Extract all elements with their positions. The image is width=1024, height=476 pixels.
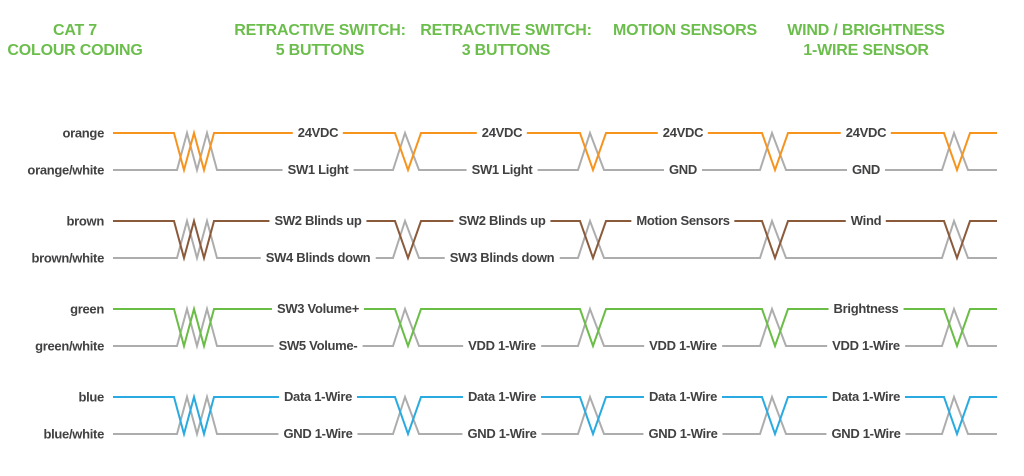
wire-green bbox=[113, 305, 997, 350]
wire-label: VDD 1-Wire bbox=[644, 338, 722, 354]
wire-label: Brightness bbox=[828, 301, 904, 317]
header-line-2: 3 BUTTONS bbox=[461, 42, 551, 59]
wire-blue bbox=[113, 393, 997, 438]
wire-label: Data 1-Wire bbox=[826, 389, 906, 405]
wire-label: 24VDC bbox=[840, 125, 892, 141]
header-line-2: 5 BUTTONS bbox=[275, 42, 365, 59]
column-header-retractive-switch-5-buttons: RETRACTIVE SWITCH: 5 BUTTONS bbox=[234, 21, 406, 61]
column-header-retractive-switch-3-buttons: RETRACTIVE SWITCH: 3 BUTTONS bbox=[420, 21, 592, 61]
wire-label: GND 1-Wire bbox=[278, 426, 358, 442]
column-header-cat7-colour-coding: CAT 7 COLOUR CODING bbox=[7, 21, 142, 61]
column-header-wind-brightness-1-wire-sensor: WIND / BRIGHTNESS 1-WIRE SENSOR bbox=[787, 21, 945, 61]
wire-label: SW3 Volume+ bbox=[271, 301, 365, 317]
wire-label: Motion Sensors bbox=[631, 213, 735, 229]
header-line-2: COLOUR CODING bbox=[7, 42, 143, 59]
wire-label: GND bbox=[664, 162, 702, 178]
header-line-1: RETRACTIVE SWITCH: bbox=[234, 22, 406, 39]
pair-label-brown: brown bbox=[66, 213, 105, 229]
column-header-motion-sensors: MOTION SENSORS bbox=[613, 21, 757, 41]
header-line-1: CAT 7 bbox=[52, 22, 98, 39]
wire-blue-white bbox=[113, 393, 997, 438]
wire-label: SW2 Blinds up bbox=[453, 213, 551, 229]
wire-orange-white bbox=[113, 129, 997, 174]
pair-label-green: green bbox=[70, 301, 104, 317]
wire-label: GND bbox=[847, 162, 885, 178]
pair-label-blue-white: blue/white bbox=[43, 426, 104, 442]
wire-label: GND 1-Wire bbox=[462, 426, 542, 442]
header-line-2: 1-WIRE SENSOR bbox=[803, 42, 929, 59]
wire-label: 24VDC bbox=[657, 125, 709, 141]
wire-label: SW4 Blinds down bbox=[260, 250, 376, 266]
wire-label: SW3 Blinds down bbox=[444, 250, 560, 266]
wire-brown-white bbox=[113, 217, 997, 262]
pair-label-green-white: green/white bbox=[35, 338, 104, 354]
wire-label: VDD 1-Wire bbox=[463, 338, 541, 354]
wire-label: SW1 Light bbox=[282, 162, 354, 178]
wire-label: Data 1-Wire bbox=[643, 389, 723, 405]
wire-label: Wind bbox=[845, 213, 887, 229]
wire-green-white bbox=[113, 305, 997, 350]
wire-label: GND 1-Wire bbox=[826, 426, 906, 442]
wire-brown bbox=[113, 217, 997, 262]
header-line-2: MOTION SENSORS bbox=[613, 22, 757, 39]
pair-label-orange-white: orange/white bbox=[27, 162, 104, 178]
wire-label: SW2 Blinds up bbox=[269, 213, 367, 229]
pair-label-blue: blue bbox=[78, 389, 104, 405]
pair-label-orange: orange bbox=[62, 125, 104, 141]
wire-label: GND 1-Wire bbox=[643, 426, 723, 442]
header-line-1: WIND / BRIGHTNESS bbox=[787, 22, 945, 39]
wire-orange bbox=[113, 129, 997, 174]
wire-label: 24VDC bbox=[292, 125, 344, 141]
wire-label: SW1 Light bbox=[466, 162, 538, 178]
wire-label: Data 1-Wire bbox=[278, 389, 358, 405]
wire-label: 24VDC bbox=[476, 125, 528, 141]
pair-label-brown-white: brown/white bbox=[31, 250, 104, 266]
header-line-1: RETRACTIVE SWITCH: bbox=[420, 22, 592, 39]
wire-label: Data 1-Wire bbox=[462, 389, 542, 405]
wire-label: VDD 1-Wire bbox=[827, 338, 905, 354]
wire-label: SW5 Volume- bbox=[273, 338, 363, 354]
